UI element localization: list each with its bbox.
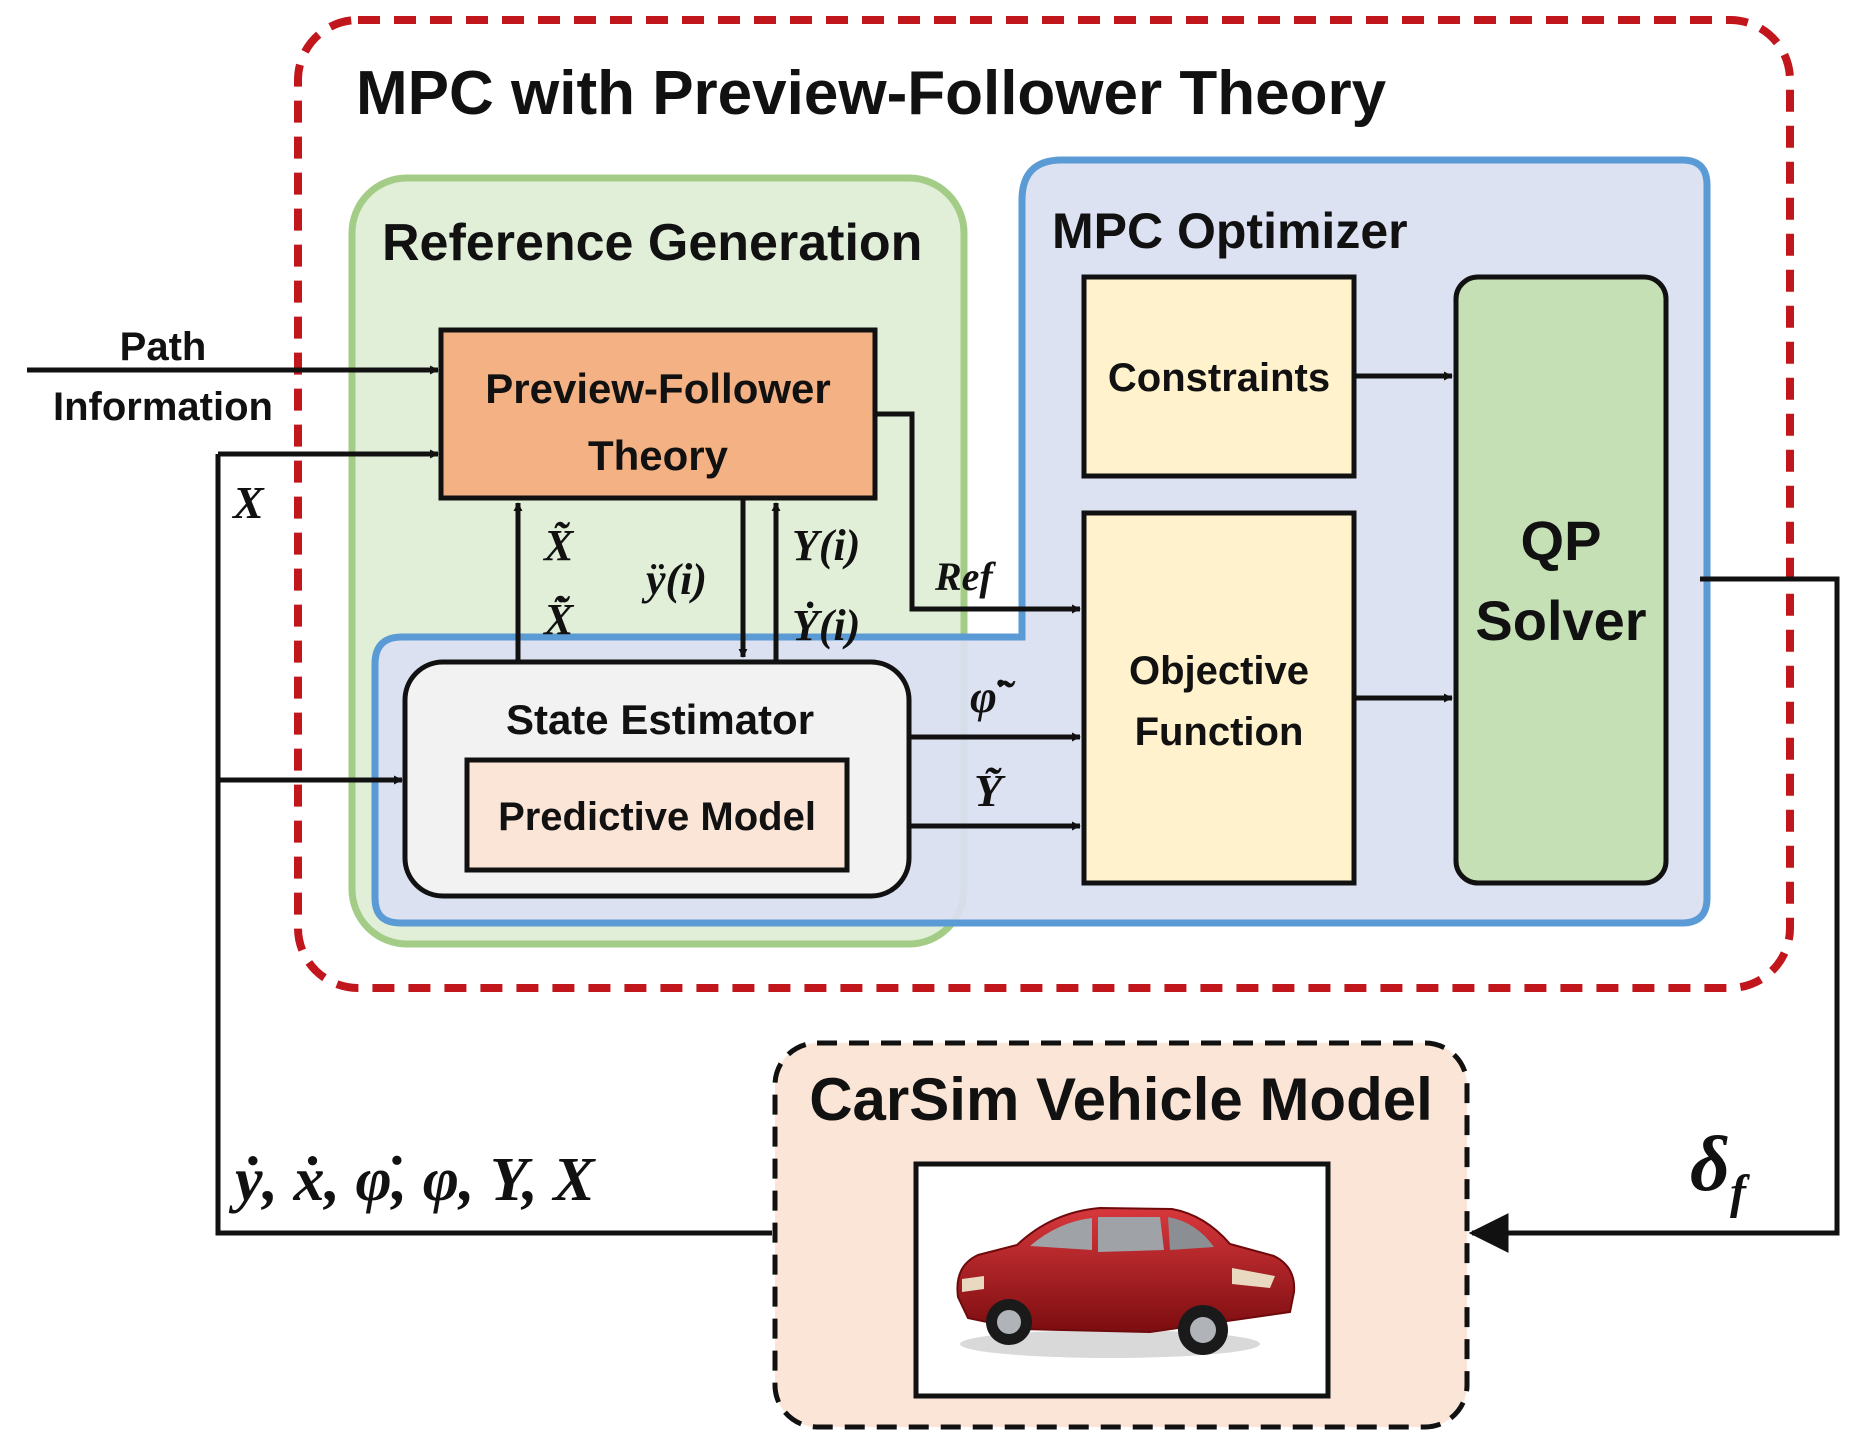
ref-arrow (875, 411, 1081, 614)
reference-generation-title: Reference Generation (382, 214, 922, 272)
state-estimator-label: State Estimator (506, 696, 814, 743)
control-output-wire (1468, 576, 1840, 1253)
x-tilde-label: X̃ (542, 521, 575, 570)
x-feedback-label: X (231, 477, 265, 528)
delta-symbol: δ (1690, 1120, 1730, 1207)
feedback-states-label: ẏ, ẋ, φ̇, φ, Y, X (228, 1146, 596, 1214)
delta-subscript: f (1730, 1166, 1750, 1219)
feedback-bus (215, 454, 772, 1236)
objective-function-label-1: Objective (1129, 649, 1309, 693)
mpc-outer-frame (294, 16, 1794, 992)
preview-follower-block (438, 327, 878, 501)
mpc-optimizer-title: MPC Optimizer (1052, 203, 1408, 259)
delta-f-label: δf (1690, 1120, 1750, 1219)
qp-solver-label-2: Solver (1475, 589, 1646, 652)
objective-function-label-2: Function (1135, 710, 1304, 754)
car-illustration (956, 1206, 1296, 1358)
x-tilde-dot-label: X̃̇ (542, 595, 575, 644)
path-information-label-1: Path (120, 325, 207, 369)
Y-tilde-label: Ỹ (974, 765, 1006, 816)
objective-function-block (1081, 510, 1357, 886)
predictive-model-label: Predictive Model (498, 795, 816, 839)
constraints-label: Constraints (1108, 356, 1330, 400)
path-information-label-2: Information (53, 385, 273, 429)
Y-i-label: Y(i) (792, 521, 860, 570)
y-ddot-label: ÿ(i) (641, 555, 707, 604)
ref-label: Ref (934, 554, 996, 599)
qp-solver-label-1: QP (1521, 509, 1602, 572)
predictive-model-block (464, 757, 850, 873)
preview-follower-label-2: Theory (588, 432, 729, 479)
vehicle-model-title: CarSim Vehicle Model (809, 1066, 1433, 1133)
mpc-title: MPC with Preview-Follower Theory (356, 59, 1387, 128)
qp-solver-block (1453, 274, 1669, 886)
Y-dot-i-label: Ẏ(i) (792, 601, 860, 650)
preview-follower-label-1: Preview-Follower (485, 365, 830, 412)
